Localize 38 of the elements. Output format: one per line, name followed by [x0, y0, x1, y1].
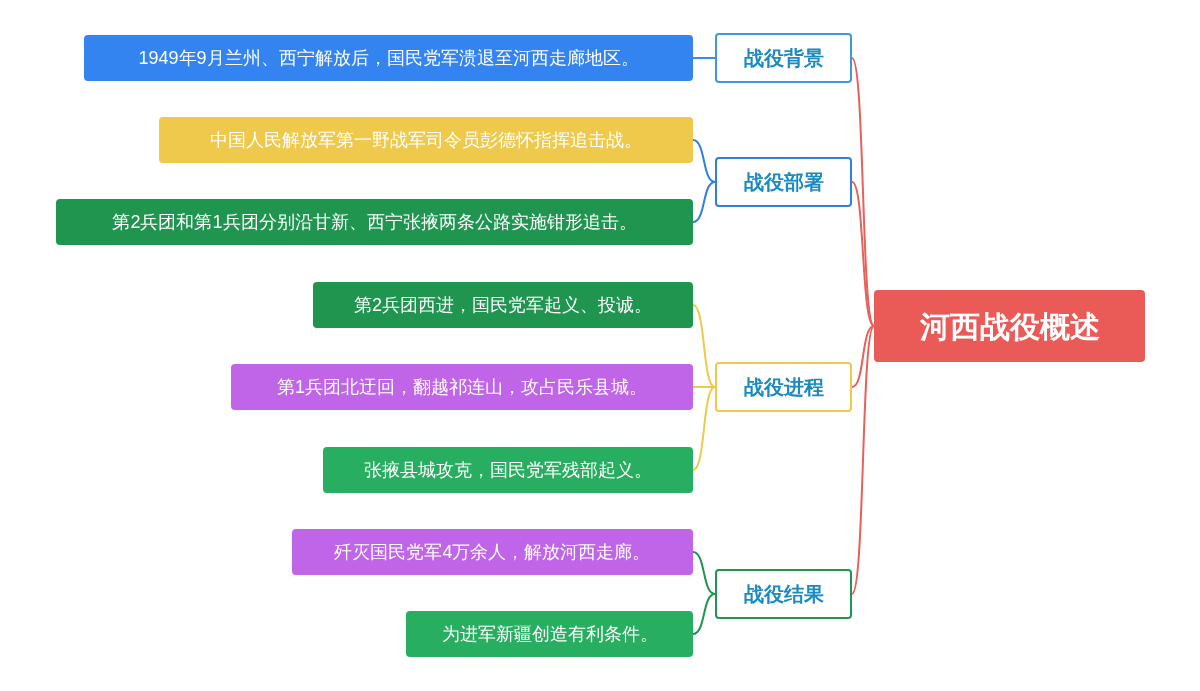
- topic-text: 第2兵团和第1兵团分别沿甘新、西宁张掖两条公路实施钳形追击。: [112, 210, 637, 234]
- topic-text: 战役部署: [743, 170, 824, 195]
- topic-box: [56, 199, 693, 245]
- branch-box: [715, 157, 852, 207]
- connector: [692, 57, 716, 59]
- topic-text: 第2兵团西进，国民党军起义、投诚。: [354, 293, 652, 317]
- topic-box: [406, 611, 693, 657]
- connector: [851, 325, 875, 595]
- topic-text: 中国人民解放军第一野战军司令员彭德怀指挥追击战。: [210, 128, 642, 152]
- topic-box: [231, 364, 693, 410]
- topic-text: 为进军新疆创造有利条件。: [441, 622, 658, 646]
- connector: [692, 386, 716, 388]
- central-topic: [874, 290, 1145, 362]
- branch-box: [715, 362, 852, 412]
- connector: [851, 57, 875, 327]
- topic-text: 战役背景: [743, 46, 824, 71]
- connector: [692, 386, 716, 471]
- connector: [692, 593, 716, 635]
- topic-text: 战役进程: [743, 375, 824, 400]
- topic-box: [323, 447, 693, 493]
- topic-text: 第1兵团北迂回，翻越祁连山，攻占民乐县城。: [277, 375, 647, 399]
- branch-box: [715, 33, 852, 83]
- connector: [851, 325, 875, 388]
- topic-text: 张掖县城攻克，国民党军残部起义。: [364, 458, 652, 482]
- connector: [851, 181, 875, 327]
- connector: [692, 181, 716, 223]
- topic-text: 战役结果: [743, 582, 824, 607]
- connector: [692, 304, 716, 388]
- topic-box: [84, 35, 693, 81]
- topic-text: 河西战役概述: [919, 308, 1100, 345]
- topic-text: 歼灭国民党军4万余人，解放河西走廊。: [334, 540, 651, 564]
- connector: [692, 139, 716, 183]
- connector: [692, 551, 716, 595]
- topic-text: 1949年9月兰州、西宁解放后，国民党军溃退至河西走廊地区。: [138, 46, 639, 70]
- topic-box: [159, 117, 693, 163]
- branch-box: [715, 569, 852, 619]
- topic-box: [313, 282, 693, 328]
- topic-box: [292, 529, 693, 575]
